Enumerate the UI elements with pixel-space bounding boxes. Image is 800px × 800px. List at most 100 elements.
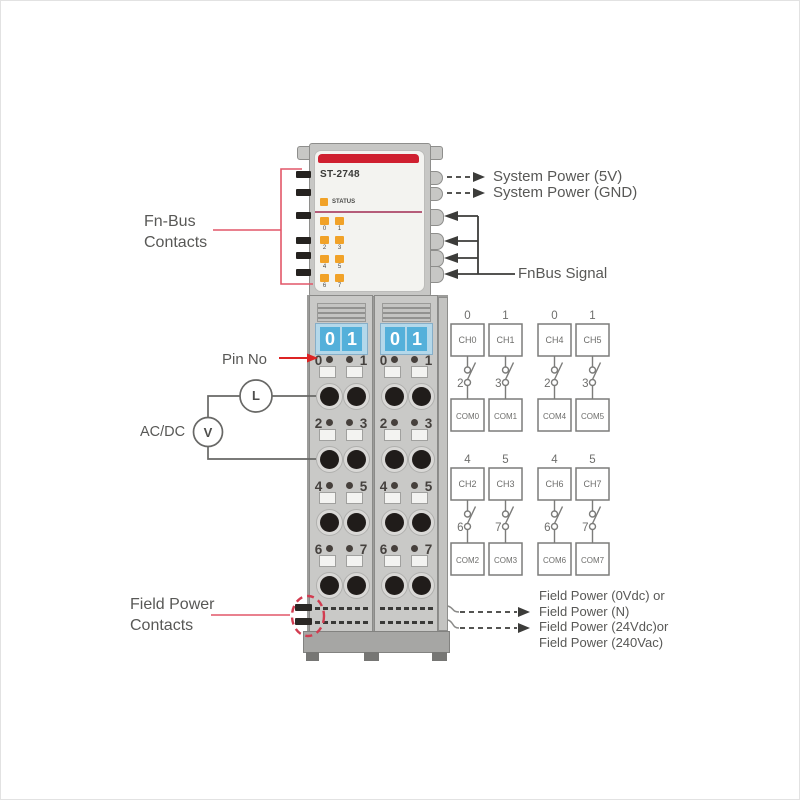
pin-dot bbox=[326, 545, 333, 552]
channel-box bbox=[450, 323, 485, 357]
switch-contact bbox=[501, 378, 510, 387]
pin-number: 6 bbox=[314, 542, 323, 557]
field-power-contact-bar bbox=[295, 618, 312, 625]
pin-number: 5 bbox=[359, 479, 368, 494]
field-power-right-label: Field Power (0Vdc) or Field Power (N) Fi… bbox=[539, 588, 669, 650]
wire-terminal bbox=[408, 446, 435, 473]
field-power-dash bbox=[315, 607, 320, 610]
common-box bbox=[450, 398, 485, 432]
field-power-dash bbox=[388, 607, 393, 610]
address-display-digit: 0 bbox=[320, 327, 340, 351]
wire-terminal-hole bbox=[347, 387, 366, 406]
pin-dot bbox=[346, 356, 353, 363]
field-power-dash bbox=[331, 621, 336, 624]
channel-box-label: CH3 bbox=[496, 479, 514, 489]
channel-led-icon bbox=[335, 217, 344, 225]
field-power-dash bbox=[412, 621, 417, 624]
channel-box-label: CH6 bbox=[545, 479, 563, 489]
field-power-dash bbox=[355, 607, 360, 610]
field-power-dash bbox=[388, 621, 393, 624]
release-button bbox=[319, 366, 336, 378]
common-box bbox=[537, 542, 572, 576]
channel-box-label: CH5 bbox=[583, 335, 601, 345]
wire-terminal bbox=[316, 509, 343, 536]
field-power-dash bbox=[331, 607, 336, 610]
channel-led-number: 3 bbox=[337, 244, 342, 251]
field-power-dash bbox=[347, 607, 352, 610]
switch-contact bbox=[550, 378, 559, 387]
status-led-icon bbox=[320, 198, 328, 206]
fnbus-contact-bar bbox=[296, 269, 311, 276]
field-power-dash bbox=[428, 621, 433, 624]
pin-number: 0 bbox=[314, 353, 323, 368]
wire-terminal-hole bbox=[347, 576, 366, 595]
pin-dot bbox=[391, 419, 398, 426]
wire-terminal-hole bbox=[320, 450, 339, 469]
channel-pin-number: 5 bbox=[502, 454, 508, 466]
wire-terminal-hole bbox=[412, 450, 431, 469]
channel-box bbox=[575, 323, 610, 357]
pin-dot bbox=[391, 482, 398, 489]
base-foot bbox=[364, 652, 379, 661]
wire-terminal bbox=[381, 446, 408, 473]
field-power-contacts-label: Field Power Contacts bbox=[130, 596, 215, 634]
field-power-dash bbox=[363, 621, 368, 624]
field-power-dash bbox=[404, 621, 409, 624]
pin-number: 7 bbox=[424, 542, 433, 557]
switch-contact bbox=[501, 366, 510, 374]
pin-dot bbox=[391, 356, 398, 363]
field-power-dash bbox=[420, 607, 425, 610]
common-box bbox=[488, 398, 523, 432]
fnbus-contact-bar bbox=[296, 252, 311, 259]
wire-terminal-hole bbox=[412, 513, 431, 532]
common-pin-number: 2 bbox=[544, 378, 550, 390]
wire-terminal bbox=[343, 509, 370, 536]
switch-blade bbox=[466, 362, 477, 380]
pin-no-label: Pin No bbox=[222, 351, 268, 368]
release-button bbox=[384, 366, 401, 378]
wire-terminal-hole bbox=[320, 513, 339, 532]
release-button bbox=[319, 429, 336, 441]
channel-led-icon bbox=[335, 236, 344, 244]
wire-terminal bbox=[343, 572, 370, 599]
channel-box bbox=[488, 323, 523, 357]
channel-box-label: CH1 bbox=[496, 335, 514, 345]
base-foot bbox=[432, 652, 447, 661]
pin-dot bbox=[391, 545, 398, 552]
common-pin-number: 7 bbox=[582, 522, 588, 534]
field-power-dash bbox=[380, 621, 385, 624]
wire-terminal-hole bbox=[347, 450, 366, 469]
field-power-contact-bar bbox=[295, 604, 312, 611]
common-box-label: COM3 bbox=[494, 556, 518, 565]
channel-box-label: CH4 bbox=[545, 335, 563, 345]
pin-dot bbox=[411, 482, 418, 489]
channel-led-icon bbox=[320, 217, 329, 225]
pin-number: 1 bbox=[359, 353, 368, 368]
switch-blade bbox=[504, 362, 515, 380]
common-pin-number: 3 bbox=[495, 378, 501, 390]
system-power-5v-label: System Power (5V) bbox=[493, 168, 623, 185]
channel-led-icon bbox=[320, 274, 329, 282]
pin-number: 4 bbox=[314, 479, 323, 494]
wire-terminal bbox=[316, 572, 343, 599]
release-button bbox=[384, 555, 401, 567]
column-latch bbox=[382, 303, 431, 322]
switch-contact bbox=[463, 522, 472, 531]
switch-blade bbox=[553, 506, 564, 524]
module-right-edge bbox=[438, 297, 448, 631]
address-display-digit: 1 bbox=[407, 327, 427, 351]
release-button bbox=[411, 366, 428, 378]
acdc-label: AC/DC bbox=[140, 424, 186, 440]
address-display-digit: 1 bbox=[342, 327, 362, 351]
switch-contact bbox=[550, 366, 559, 374]
common-box bbox=[450, 542, 485, 576]
pin-number: 1 bbox=[424, 353, 433, 368]
common-pin-number: 6 bbox=[457, 522, 463, 534]
common-box-label: COM6 bbox=[543, 556, 567, 565]
fnbus-contact-bar bbox=[296, 171, 311, 178]
